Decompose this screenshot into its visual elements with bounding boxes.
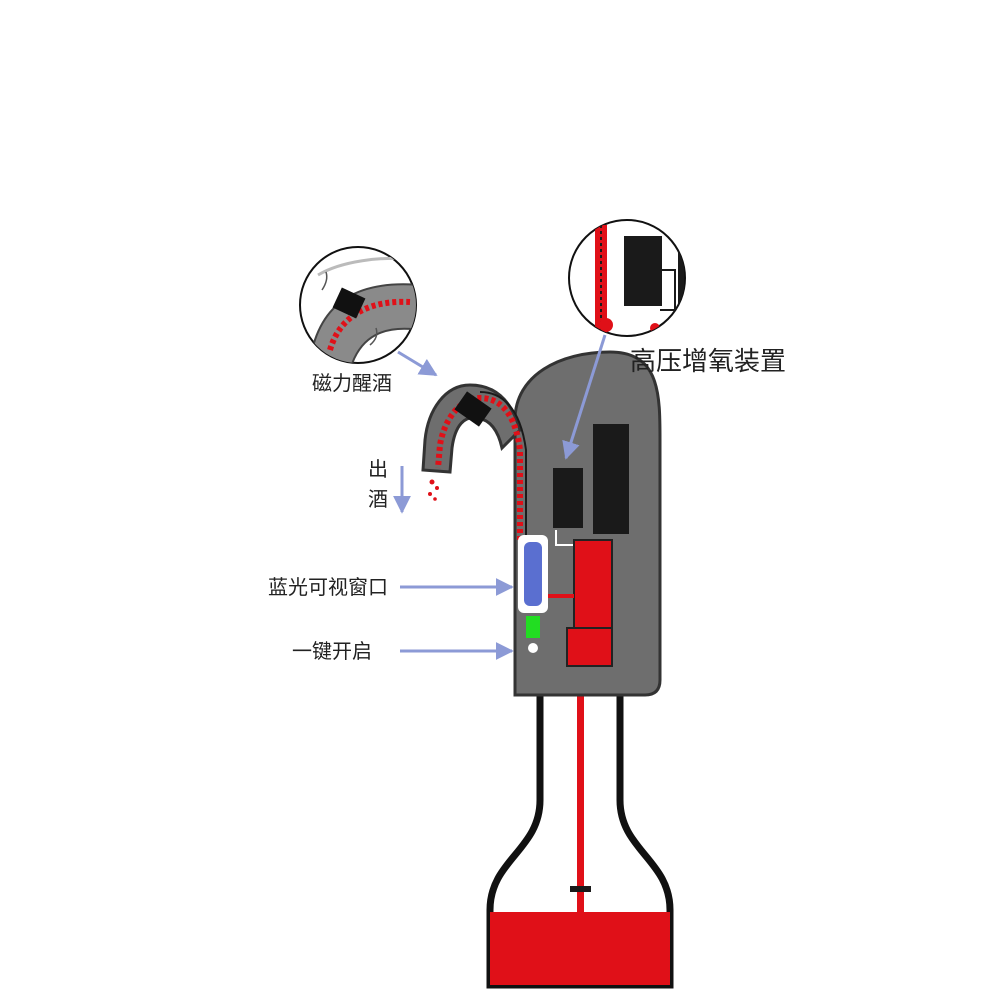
labels: 磁力醒酒 高压增氧装置 出 酒 蓝光可视窗口 一键开启	[268, 347, 786, 663]
wine-drips	[428, 479, 439, 501]
wine-bottle	[486, 668, 674, 989]
wine-reservoir	[573, 539, 613, 631]
label-magnetic-aeration: 磁力醒酒	[312, 371, 392, 395]
green-indicator	[526, 616, 540, 638]
suction-tube	[577, 668, 584, 913]
magnetic-zoom-inset	[299, 246, 417, 364]
label-wine-out-2: 酒	[368, 487, 388, 511]
pump-block	[553, 468, 583, 528]
callout-arrows	[393, 334, 607, 660]
arrow-magnetic	[397, 350, 438, 377]
wine-channel-dark	[479, 391, 527, 540]
label-one-key-start: 一键开启	[292, 639, 372, 663]
blue-light-window	[524, 542, 542, 606]
wine-in-bottle	[490, 912, 670, 985]
wine-channel	[435, 394, 523, 540]
aerator-body	[421, 350, 662, 697]
pump-connector	[555, 530, 575, 546]
arrow-pressure	[562, 334, 607, 460]
tube-foot	[570, 886, 591, 892]
battery-block	[593, 424, 629, 534]
pressure-zoom-inset	[568, 219, 686, 337]
label-wine-out-1: 出	[368, 457, 388, 481]
label-high-pressure-oxygen: 高压增氧装置	[630, 347, 786, 377]
spout-shape	[421, 383, 522, 474]
reservoir-base	[566, 627, 613, 667]
label-blue-light-window: 蓝光可视窗口	[268, 575, 388, 599]
magnet-clamp	[454, 391, 492, 427]
power-button-indicator	[528, 643, 538, 653]
